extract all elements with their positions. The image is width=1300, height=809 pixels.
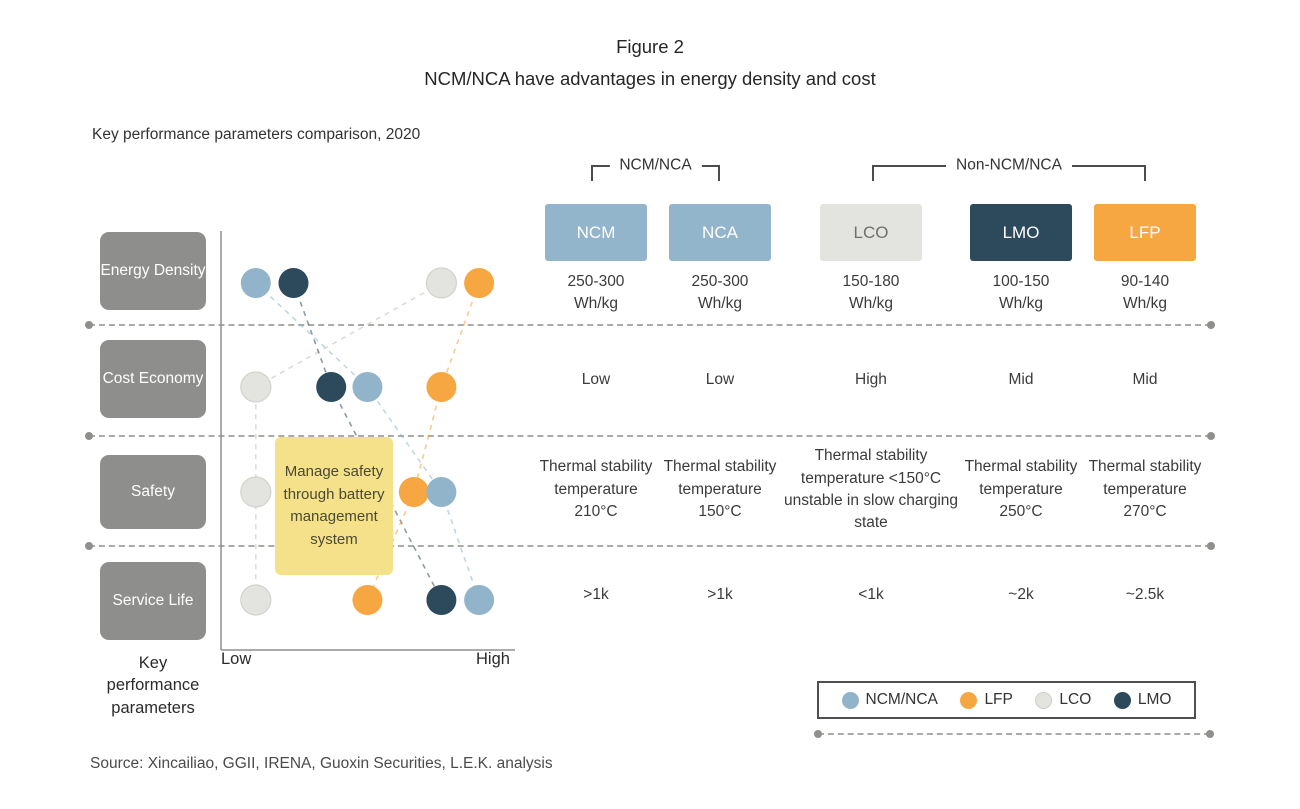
- row-label-energy-density: Energy Density: [100, 232, 206, 310]
- legend-item-lfp: LFP: [960, 691, 1013, 709]
- service-value: ~2k: [1008, 585, 1034, 603]
- service-value: >1k: [583, 585, 609, 603]
- scatter-plot: [220, 231, 515, 651]
- row-label-service-life: Service Life: [100, 562, 206, 640]
- service-value: ~2.5k: [1125, 585, 1165, 603]
- cost-value: Low: [581, 370, 611, 388]
- x-axis-low-label: Low: [221, 650, 252, 668]
- safety-value: Thermal stability temperature <150°C uns…: [783, 447, 959, 532]
- energy-value: 90-140: [1120, 272, 1170, 290]
- figure-label: Figure 2: [616, 36, 684, 57]
- service-value: <1k: [858, 585, 884, 603]
- energy-value: 150-180: [842, 272, 900, 290]
- column-header-ncm: NCM: [545, 204, 647, 261]
- service-value: >1k: [707, 585, 733, 603]
- cost-value: High: [855, 370, 887, 388]
- row-separator-safety-service: [85, 542, 1215, 550]
- legend-dot-lmo: [1113, 691, 1131, 709]
- cell-safety-lfp: Thermal stability temperature 270°C: [1089, 435, 1202, 545]
- legend-item-ncm-nca: NCM/NCA: [841, 691, 938, 709]
- energy-unit: Wh/kg: [999, 295, 1043, 312]
- energy-value: 250-300: [691, 272, 749, 290]
- cost-value: Low: [705, 370, 735, 388]
- cost-value: Mid: [1008, 370, 1034, 388]
- cell-cost-ncm: Low: [545, 325, 647, 435]
- bracket-right-tick: [1144, 165, 1146, 181]
- legend-item-lco: LCO: [1035, 691, 1091, 709]
- cell-safety-lmo: Thermal stability temperature 250°C: [965, 435, 1078, 545]
- row-separator-cost-safety: [85, 432, 1215, 440]
- bracket-non-ncm-nca: Non-NCM/NCA: [872, 156, 1146, 183]
- energy-value: 250-300: [567, 272, 625, 290]
- cell-safety-nca: Thermal stability temperature 150°C: [664, 435, 777, 545]
- cell-cost-nca: Low: [669, 325, 771, 435]
- bottom-separator: [814, 730, 1214, 738]
- safety-value: Thermal stability temperature 250°C: [964, 458, 1078, 521]
- column-header-lfp: LFP: [1094, 204, 1196, 261]
- bracket-left-tick: [591, 165, 593, 181]
- energy-unit: Wh/kg: [1123, 295, 1167, 312]
- energy-unit: Wh/kg: [698, 295, 742, 312]
- column-header-lmo: LMO: [970, 204, 1072, 261]
- axis-caption: Key performance parameters: [106, 654, 200, 717]
- cost-value: Mid: [1132, 370, 1158, 388]
- bracket-ncm-nca: NCM/NCA: [591, 156, 720, 183]
- row-separator-energy-cost: [85, 321, 1215, 329]
- energy-unit: Wh/kg: [849, 295, 893, 312]
- energy-unit: Wh/kg: [574, 295, 618, 312]
- cell-cost-lmo: Mid: [970, 325, 1072, 435]
- cell-service-lmo: ~2k: [970, 545, 1072, 645]
- cell-safety-lco: Thermal stability temperature <150°C uns…: [784, 435, 958, 545]
- cell-safety-ncm: Thermal stability temperature 210°C: [540, 435, 653, 545]
- bracket-right-tick: [718, 165, 720, 181]
- bracket-left-tick: [872, 165, 874, 181]
- energy-value: 100-150: [992, 272, 1050, 290]
- legend: NCM/NCA LFP LCO LMO: [817, 681, 1196, 719]
- column-header-lco: LCO: [820, 204, 922, 261]
- safety-value: Thermal stability temperature 270°C: [1088, 458, 1202, 521]
- safety-value: Thermal stability temperature 210°C: [539, 458, 653, 521]
- legend-label-lfp: LFP: [984, 691, 1013, 708]
- cell-cost-lco: High: [820, 325, 922, 435]
- x-axis-high-label: High: [476, 650, 510, 668]
- legend-label-ncm-nca: NCM/NCA: [865, 691, 938, 708]
- cell-service-lco: <1k: [820, 545, 922, 645]
- row-label-cost-economy: Cost Economy: [100, 340, 206, 418]
- legend-dot-lfp: [960, 691, 978, 709]
- row-label-safety: Safety: [100, 455, 206, 529]
- bracket-ncm-nca-label: NCM/NCA: [609, 156, 702, 175]
- figure-title: NCM/NCA have advantages in energy densit…: [424, 68, 876, 89]
- legend-dot-ncm-nca: [841, 691, 859, 709]
- cell-service-nca: >1k: [669, 545, 771, 645]
- legend-dot-lco: [1035, 691, 1053, 709]
- legend-item-lmo: LMO: [1113, 691, 1172, 709]
- cell-cost-lfp: Mid: [1094, 325, 1196, 435]
- bracket-non-ncm-nca-label: Non-NCM/NCA: [946, 156, 1072, 175]
- source-note: Source: Xincailiao, GGII, IRENA, Guoxin …: [90, 755, 553, 772]
- safety-value: Thermal stability temperature 150°C: [663, 458, 777, 521]
- safety-annotation: Manage safety through battery management…: [275, 437, 393, 575]
- legend-label-lmo: LMO: [1137, 691, 1172, 708]
- cell-service-lfp: ~2.5k: [1094, 545, 1196, 645]
- figure-subtitle: Key performance parameters comparison, 2…: [92, 126, 421, 143]
- legend-label-lco: LCO: [1059, 691, 1092, 708]
- cell-service-ncm: >1k: [545, 545, 647, 645]
- column-header-nca: NCA: [669, 204, 771, 261]
